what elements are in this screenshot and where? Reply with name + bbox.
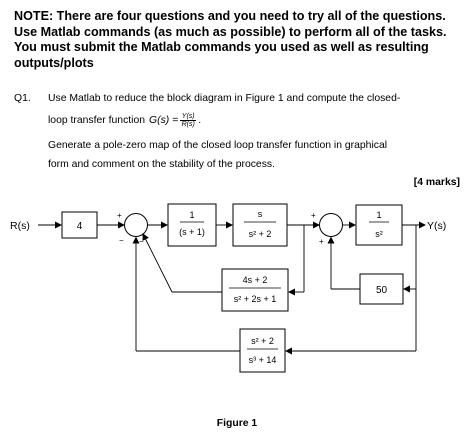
tf-fraction: Y(s) R(s) (180, 113, 197, 128)
block-g2 (232, 203, 288, 247)
sum2-plus-sign-1: + (311, 211, 316, 220)
summing-junction-1 (124, 213, 148, 237)
block-g1-numerator: 1 (189, 210, 194, 220)
tf-lhs: G(s) = (149, 115, 179, 126)
block-g3-denominator: s² (375, 229, 383, 239)
sum1-minus-sign-2: − (139, 237, 144, 246)
sum2-plus-sign-2: + (319, 237, 324, 246)
block-g1 (167, 203, 217, 247)
block-g2-numerator: s (258, 209, 263, 219)
note-text: NOTE: There are four questions and you n… (14, 9, 447, 70)
tf-denominator: R(s) (181, 121, 195, 128)
question-line-4: form and comment on the stability of the… (48, 159, 275, 170)
question-line-1: Use Matlab to reduce the block diagram i… (48, 93, 401, 104)
tf-numerator: Y(s) (181, 113, 195, 120)
h1-to-sum1-arrow (142, 233, 173, 293)
gain-block (61, 211, 98, 239)
output-label: Y(s) (427, 220, 446, 232)
question-line-3: Generate a pole-zero map of the closed l… (48, 140, 388, 151)
block-h3 (239, 328, 286, 373)
question-line-2: loop transfer function G(s) = Y(s) R(s) … (48, 113, 201, 128)
block-g2-denominator: s² + 2 (249, 229, 272, 239)
block-h3-numerator: s² + 2 (251, 336, 274, 346)
question-line-2-text: loop transfer function (48, 115, 146, 126)
input-label: R(s) (10, 220, 30, 232)
summing-junction-2 (319, 213, 343, 237)
sum1-plus-sign: + (117, 211, 122, 220)
gain-block-value: 4 (77, 221, 83, 232)
question-number: Q1. (14, 93, 31, 104)
tf-end: . (198, 115, 202, 126)
block-h2-value: 50 (376, 285, 388, 296)
block-g3-numerator: 1 (376, 210, 381, 220)
marks-label: [4 marks] (413, 177, 460, 188)
figure-caption: Figure 1 (216, 418, 258, 429)
block-g3 (355, 204, 403, 246)
tf-fraction-bar (180, 120, 197, 121)
block-h1-numerator: 4s + 2 (243, 275, 268, 285)
sum1-minus-sign-1: − (119, 236, 124, 245)
block-h3-denominator: s³ + 14 (249, 355, 277, 365)
block-g1-denominator: (s + 1) (179, 227, 205, 237)
block-h1 (221, 268, 289, 312)
block-h1-denominator: s² + 2s + 1 (234, 294, 277, 304)
